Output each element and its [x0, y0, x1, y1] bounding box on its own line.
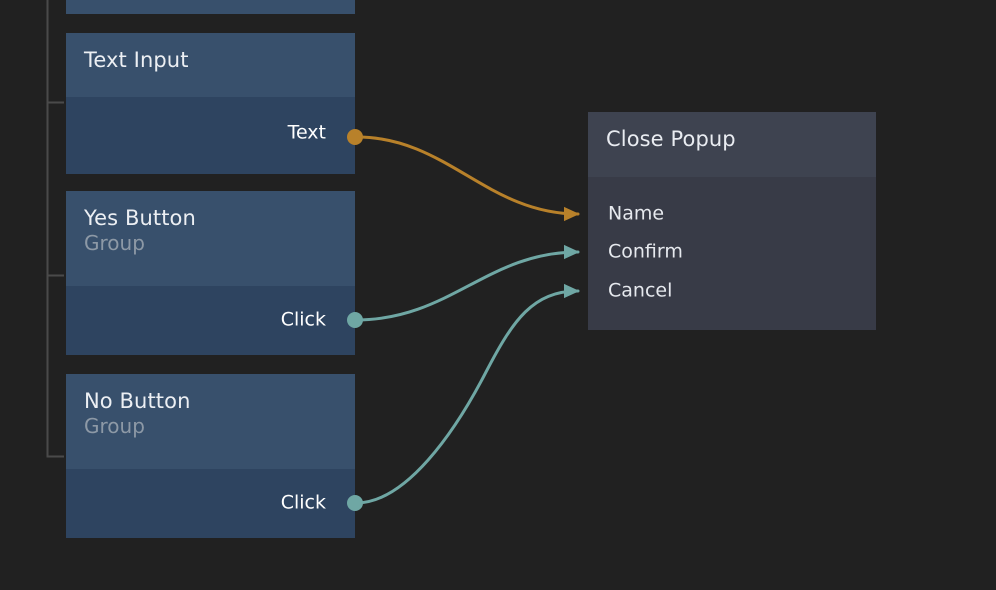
tree-trunk-line [46, 0, 64, 458]
hierarchy-tree-rail [46, 0, 64, 458]
node-no-button[interactable]: No Button Group Click [66, 374, 363, 538]
node-header[interactable]: Text Input [66, 33, 355, 97]
node-body: Name Confirm Cancel [588, 177, 876, 330]
node-title: No Button [84, 389, 191, 413]
input-port-name[interactable]: Name [608, 202, 665, 225]
output-port-click[interactable]: Click [280, 491, 326, 514]
node-subtitle: Group [84, 414, 145, 438]
node-clipped-top[interactable] [66, 0, 355, 14]
output-port-label: Click [280, 491, 326, 514]
input-port-confirm[interactable]: Confirm [608, 240, 683, 263]
edge-text-to-name[interactable] [355, 135, 580, 222]
output-port-dot-click[interactable] [347, 312, 363, 328]
input-port-cancel[interactable]: Cancel [608, 279, 673, 302]
output-port-label: Text [287, 121, 326, 144]
node-body: Click [66, 469, 355, 538]
output-port-dot-click[interactable] [347, 495, 363, 511]
node-title: Text Input [84, 48, 189, 72]
edge-yes-click-to-confirm[interactable] [354, 244, 580, 322]
output-port-dot-text[interactable] [347, 129, 363, 145]
edge-no-click-to-cancel[interactable] [354, 283, 580, 505]
node-header[interactable]: Yes Button Group [66, 191, 355, 286]
node-title: Yes Button [84, 206, 196, 230]
node-title: Close Popup [606, 127, 736, 151]
node-text-input[interactable]: Text Input Text [66, 33, 363, 174]
node-body: Text [66, 97, 355, 174]
output-port-text[interactable]: Text [287, 121, 326, 144]
node-body: Click [66, 286, 355, 355]
node-header[interactable] [66, 0, 355, 14]
node-close-popup[interactable]: Close Popup Name Confirm Cancel [588, 112, 876, 330]
output-port-label: Click [280, 308, 326, 331]
node-header[interactable]: No Button Group [66, 374, 355, 469]
output-port-click[interactable]: Click [280, 308, 326, 331]
node-header[interactable]: Close Popup [588, 112, 876, 177]
node-subtitle: Group [84, 231, 145, 255]
node-yes-button[interactable]: Yes Button Group Click [66, 191, 363, 355]
